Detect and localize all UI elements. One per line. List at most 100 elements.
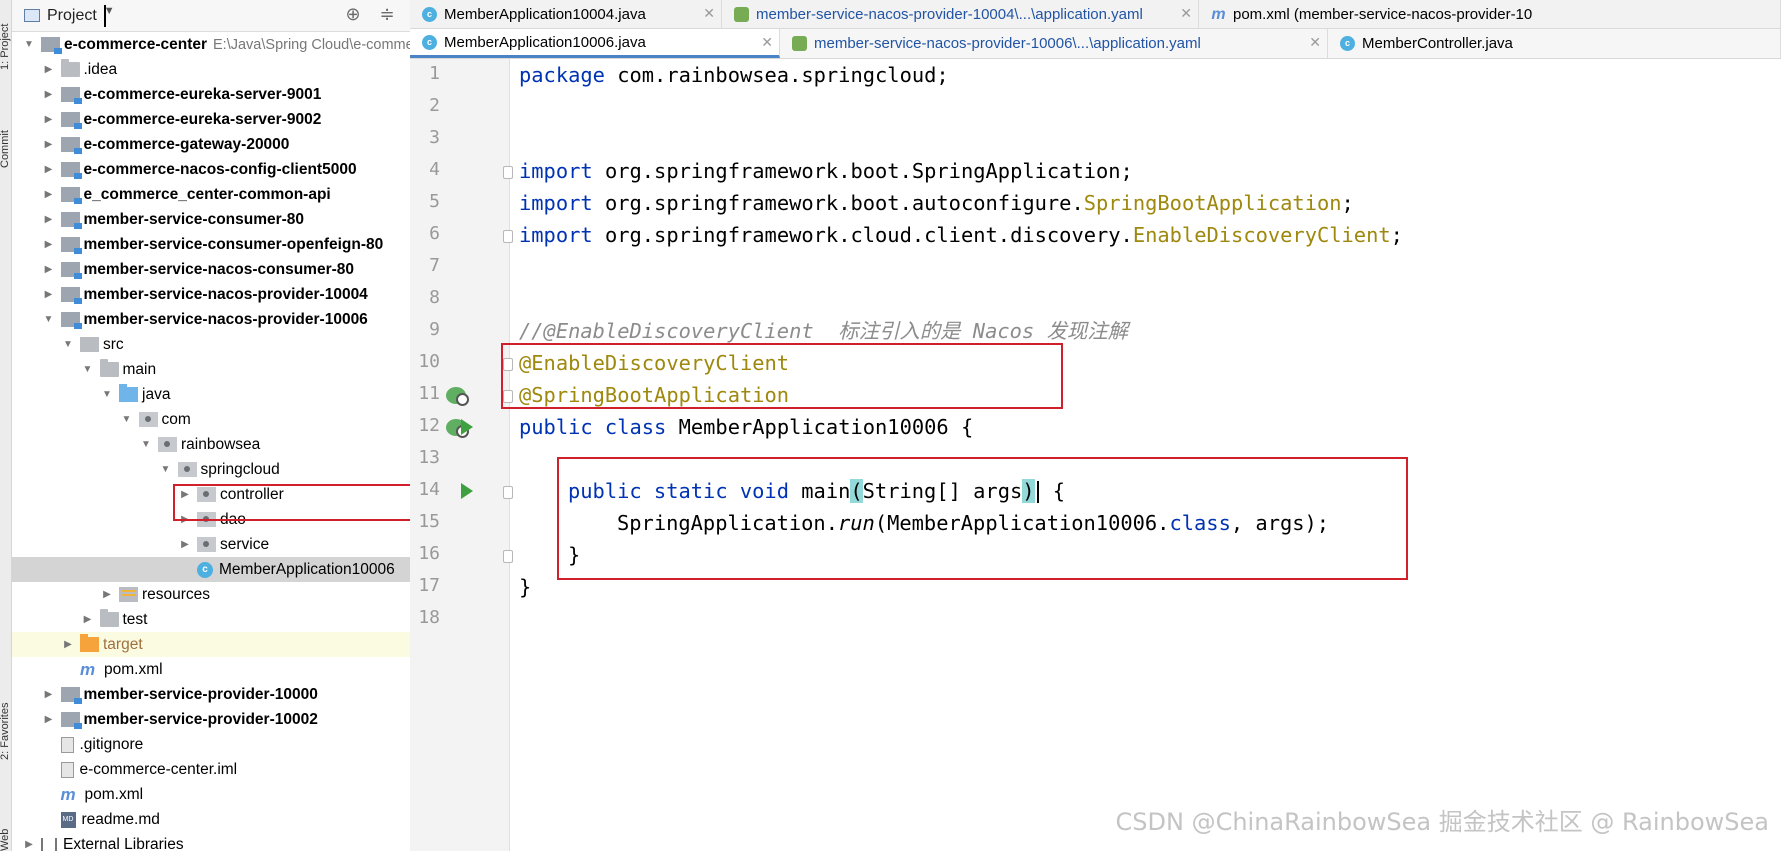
text-caret: [1036, 481, 1039, 503]
project-tool-window-label[interactable]: 1: Project: [0, 23, 11, 70]
tree-node[interactable]: ▼com: [12, 407, 463, 432]
fold-marker-icon[interactable]: [503, 550, 513, 563]
expand-arrow-closed-icon[interactable]: ▶: [44, 264, 53, 275]
tree-node[interactable]: ▶e-commerce-gateway-20000: [12, 132, 463, 157]
expand-arrow-open-icon[interactable]: ▼: [43, 314, 54, 325]
run-icon[interactable]: [461, 483, 473, 499]
tree-node-label: member-service-nacos-consumer-80: [83, 260, 355, 278]
expand-arrow-closed-icon[interactable]: ▶: [181, 489, 189, 500]
close-tab-icon[interactable]: ✕: [1309, 34, 1321, 50]
web-tool-window-label[interactable]: Web: [0, 828, 11, 851]
fold-marker-icon[interactable]: [503, 166, 513, 179]
code-area[interactable]: package com.rainbowsea.springcloud; impo…: [519, 59, 1779, 851]
close-tab-icon[interactable]: ✕: [761, 34, 773, 50]
tree-node[interactable]: ▶member-service-provider-10000: [12, 682, 463, 707]
src-blue-icon: [119, 384, 138, 402]
expand-arrow-open-icon[interactable]: ▼: [160, 464, 171, 475]
expand-arrow-closed-icon[interactable]: ▶: [64, 639, 72, 650]
expand-arrow-closed-icon[interactable]: ▶: [44, 89, 53, 100]
expand-arrow-closed-icon[interactable]: ▶: [44, 139, 53, 150]
expand-arrow-closed-icon[interactable]: ▶: [44, 689, 53, 700]
tree-node[interactable]: ▼rainbowsea: [12, 432, 463, 457]
collapse-all-icon[interactable]: ≑: [379, 4, 395, 24]
code-main-method: public static void main(String[] args) {: [568, 479, 1066, 503]
tree-node[interactable]: ▶ e-commerce-nacos-config-client5000: [12, 157, 463, 182]
tree-node-label: .gitignore: [79, 735, 144, 753]
line-number: 10: [418, 351, 440, 372]
expand-arrow-closed-icon[interactable]: ▶: [44, 239, 53, 250]
favorites-tool-window-label[interactable]: 2: Favorites: [0, 702, 11, 760]
fold-marker-icon[interactable]: [503, 230, 513, 243]
fold-marker-icon[interactable]: [503, 358, 513, 371]
tree-node[interactable]: ▶e-commerce-eureka-server-9002: [12, 107, 463, 132]
tree-node[interactable]: ▶member-service-consumer-openfeign-80: [12, 232, 463, 257]
run-icon[interactable]: [461, 419, 473, 435]
res-icon: [119, 587, 138, 602]
pkg-icon: [197, 537, 216, 552]
expand-arrow-open-icon[interactable]: ▼: [102, 389, 112, 400]
close-tab-icon[interactable]: ✕: [703, 5, 715, 21]
tree-node[interactable]: ▶member-service-nacos-provider-10004: [12, 282, 463, 307]
lib-icon: [41, 837, 57, 851]
tree-node[interactable]: ▶service: [12, 532, 463, 557]
tree-node[interactable]: e-commerce-center.iml: [12, 757, 463, 782]
tree-node[interactable]: ▶member-service-consumer-80: [12, 207, 463, 232]
tree-node[interactable]: ▶e-commerce-eureka-server-9001: [12, 82, 463, 107]
tree-node[interactable]: ▶controller: [12, 482, 463, 507]
tree-node-label: e-commerce-nacos-config-client5000: [83, 160, 357, 178]
tree-node[interactable]: ▼springcloud: [12, 457, 463, 482]
tree-node[interactable]: ▼src: [12, 332, 463, 357]
expand-arrow-closed-icon[interactable]: ▶: [44, 714, 53, 725]
commit-tool-window-label[interactable]: Commit: [0, 130, 11, 168]
expand-arrow-open-icon[interactable]: ▼: [82, 364, 93, 375]
expand-arrow-closed-icon[interactable]: ▶: [103, 589, 111, 600]
expand-arrow-closed-icon[interactable]: ▶: [44, 164, 53, 175]
expand-arrow-closed-icon[interactable]: ▶: [44, 114, 53, 125]
tree-node[interactable]: ▶External Libraries: [12, 832, 463, 851]
expand-arrow-closed-icon[interactable]: ▶: [44, 214, 53, 225]
close-tab-icon[interactable]: ✕: [1180, 5, 1192, 21]
tree-node[interactable]: ▶.idea: [12, 57, 463, 82]
tree-node[interactable]: ▼ java: [12, 382, 463, 407]
spring-bean-icon[interactable]: [446, 387, 469, 406]
locate-crosshair-icon[interactable]: ⊕: [345, 4, 361, 24]
expand-arrow-open-icon[interactable]: ▼: [63, 339, 73, 350]
project-view-title[interactable]: Project: [47, 6, 97, 24]
tree-node[interactable]: ▶target: [12, 632, 463, 657]
tree-node[interactable]: .gitignore: [12, 732, 463, 757]
expand-arrow-closed-icon[interactable]: ▶: [83, 614, 92, 625]
tree-node[interactable]: ▶e_commerce_center-common-api: [12, 182, 463, 207]
expand-arrow-closed-icon[interactable]: ▶: [44, 289, 53, 300]
tree-node-path: E:\Java\Spring Cloud\e-commerce: [213, 36, 434, 53]
tree-node[interactable]: ▼member-service-nacos-provider-10006: [12, 307, 463, 332]
expand-arrow-closed-icon[interactable]: ▶: [44, 189, 53, 200]
expand-arrow-open-icon[interactable]: ▼: [121, 414, 132, 425]
pkg-icon: [177, 462, 197, 477]
tree-node[interactable]: ▶member-service-provider-10002: [12, 707, 463, 732]
expand-arrow-open-icon[interactable]: ▼: [24, 39, 34, 50]
code-line: }: [519, 575, 532, 599]
fold-marker-icon[interactable]: [503, 486, 513, 499]
tree-node[interactable]: ▼main: [12, 357, 463, 382]
tree-node[interactable]: ▶test: [12, 607, 463, 632]
expand-arrow-closed-icon[interactable]: ▶: [25, 839, 33, 850]
expand-arrow-closed-icon[interactable]: ▶: [181, 539, 189, 550]
tree-node-label: java: [142, 385, 171, 403]
editor-tab[interactable]: member-service-nacos-provider-10004\...\…: [722, 0, 1199, 28]
editor-tab[interactable]: member-service-nacos-provider-10006\...\…: [780, 29, 1328, 58]
tree-node[interactable]: ▶ member-service-nacos-consumer-80: [12, 257, 463, 282]
expand-arrow-closed-icon[interactable]: ▶: [44, 64, 53, 75]
chevron-down-icon[interactable]: ▼: [103, 4, 115, 27]
fold-marker-icon[interactable]: [503, 390, 513, 403]
tree-node[interactable]: ▶resources: [12, 582, 463, 607]
expand-arrow-open-icon[interactable]: ▼: [141, 439, 151, 450]
